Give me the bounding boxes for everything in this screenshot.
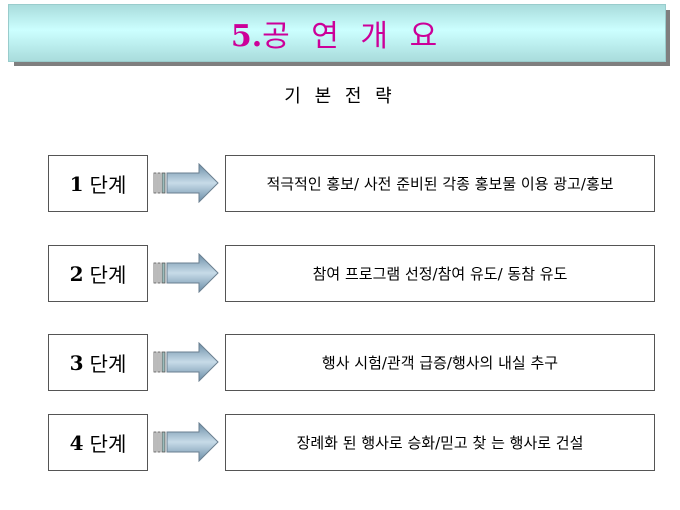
stage-description: 행사 시험/관객 급증/행사의 내실 추구 [225, 334, 655, 391]
stage-number: 4 [69, 430, 84, 455]
title-text: 공 연 개 요 [262, 19, 444, 54]
right-arrow-icon [153, 253, 219, 293]
right-arrow-icon [153, 422, 219, 462]
title-number: 5. [230, 19, 263, 54]
stage-description: 적극적인 홍보/ 사전 준비된 각종 홍보물 이용 광고/홍보 [225, 155, 655, 212]
page-title: 5.공 연 개 요 [231, 11, 443, 55]
stage-label: 단계 [89, 263, 127, 287]
stage-description: 참여 프로그램 선정/참여 유도/ 동참 유도 [225, 245, 655, 302]
subtitle: 기 본 전 략 [284, 86, 396, 107]
stage-label: 단계 [89, 352, 127, 376]
stage-description: 장례화 된 행사로 승화/믿고 찾 는 행사로 건설 [225, 414, 655, 471]
right-arrow-icon [153, 163, 219, 203]
stage-number: 3 [69, 350, 84, 375]
right-arrow-icon [153, 342, 219, 382]
title-banner: 5.공 연 개 요 [8, 4, 666, 62]
stage-label: 단계 [89, 432, 127, 456]
stage-number: 1 [69, 171, 84, 196]
stage-number: 2 [69, 261, 84, 286]
stage-label: 단계 [89, 173, 127, 197]
